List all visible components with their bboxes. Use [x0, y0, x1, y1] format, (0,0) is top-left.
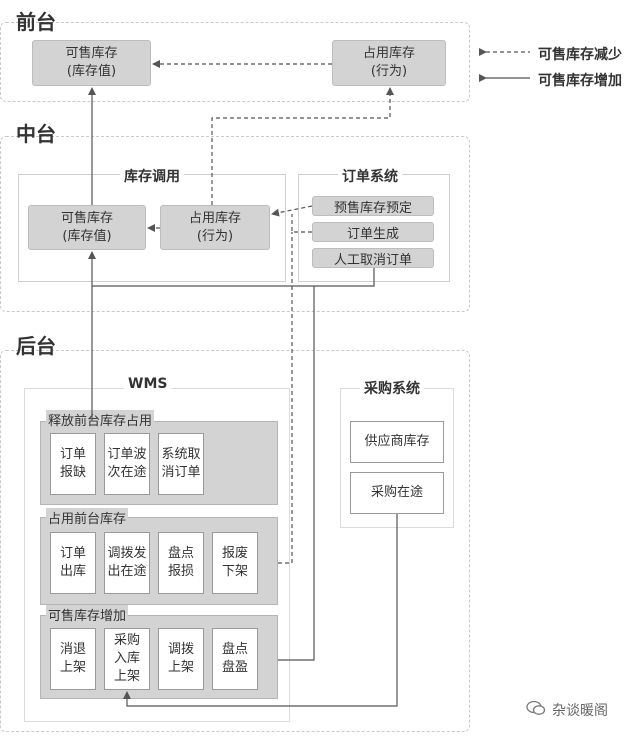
occupy-group-to-order-system: [278, 232, 293, 564]
watermark-text: 杂谈暖阁: [552, 703, 608, 719]
increase-group-to-middle: [278, 286, 315, 661]
back-zone: [0, 350, 470, 732]
front-zone-title: 前台: [16, 10, 56, 34]
release-item-order-shortage[interactable]: 订单 报缺: [50, 433, 96, 495]
increase-item-return-shelving[interactable]: 消退 上架: [50, 628, 96, 690]
back-zone-title: 后台: [16, 334, 56, 358]
order-item-manual-cancel[interactable]: 人工取消订单: [312, 248, 434, 268]
order-system-title: 订单系统: [338, 166, 402, 186]
middle-occupied-stock[interactable]: 占用库存 (行为): [160, 205, 270, 250]
wechat-icon: [526, 700, 546, 716]
occupy-item-order-outbound[interactable]: 订单 出库: [50, 532, 96, 594]
occupy-item-transfer-in-transit[interactable]: 调拨发 出在途: [104, 532, 150, 594]
presale-to-occupied: [271, 205, 313, 217]
order-created-to-occupied: [291, 214, 312, 233]
occupy-front-stock-label: 占用前台库存: [46, 508, 129, 527]
purchase-item-supplier-stock[interactable]: 供应商库存: [350, 421, 444, 463]
purchase-transit-to-inbound: [123, 514, 398, 707]
inventory-call-title: 库存调用: [120, 166, 184, 186]
purchase-system-title: 采购系统: [360, 378, 424, 398]
order-item-order-created[interactable]: 订单生成: [312, 222, 434, 242]
middle-available-stock[interactable]: 可售库存 (库存值): [28, 205, 146, 250]
stock-increase-label: 可售库存增加: [46, 605, 129, 624]
release-item-system-cancel[interactable]: 系统取 消订单: [158, 433, 204, 495]
release-occupancy-label: 释放前台库存占用: [46, 410, 155, 429]
legend-decrease-label: 可售库存减少: [538, 47, 622, 63]
occupy-item-stocktake-loss[interactable]: 盘点 报损: [158, 532, 204, 594]
wms-title: WMS: [124, 376, 172, 392]
increase-item-stocktake-gain[interactable]: 盘点 盘盈: [212, 628, 258, 690]
mid-occupied-to-front-occupied: [211, 87, 394, 205]
manual-cancel-to-mid-available: [88, 251, 375, 287]
middle-zone-title: 中台: [16, 122, 56, 146]
purchase-item-in-transit[interactable]: 采购在途: [350, 472, 444, 514]
front-zone: [0, 22, 470, 102]
increase-item-purchase-inbound[interactable]: 采购 入库 上架: [104, 628, 150, 690]
increase-item-transfer-shelving[interactable]: 调拨 上架: [158, 628, 204, 690]
order-item-presale-reserve[interactable]: 预售库存预定: [312, 196, 434, 216]
front-occupied-stock[interactable]: 占用库存 (行为): [332, 40, 446, 86]
middle-zone: [0, 136, 470, 312]
legend-increase-label: 可售库存增加: [538, 73, 622, 89]
front-available-stock[interactable]: 可售库存 (库存值): [32, 40, 151, 86]
occupy-item-scrap-removal[interactable]: 报废 下架: [212, 532, 258, 594]
release-item-wave-in-transit[interactable]: 订单波 次在途: [104, 433, 150, 495]
